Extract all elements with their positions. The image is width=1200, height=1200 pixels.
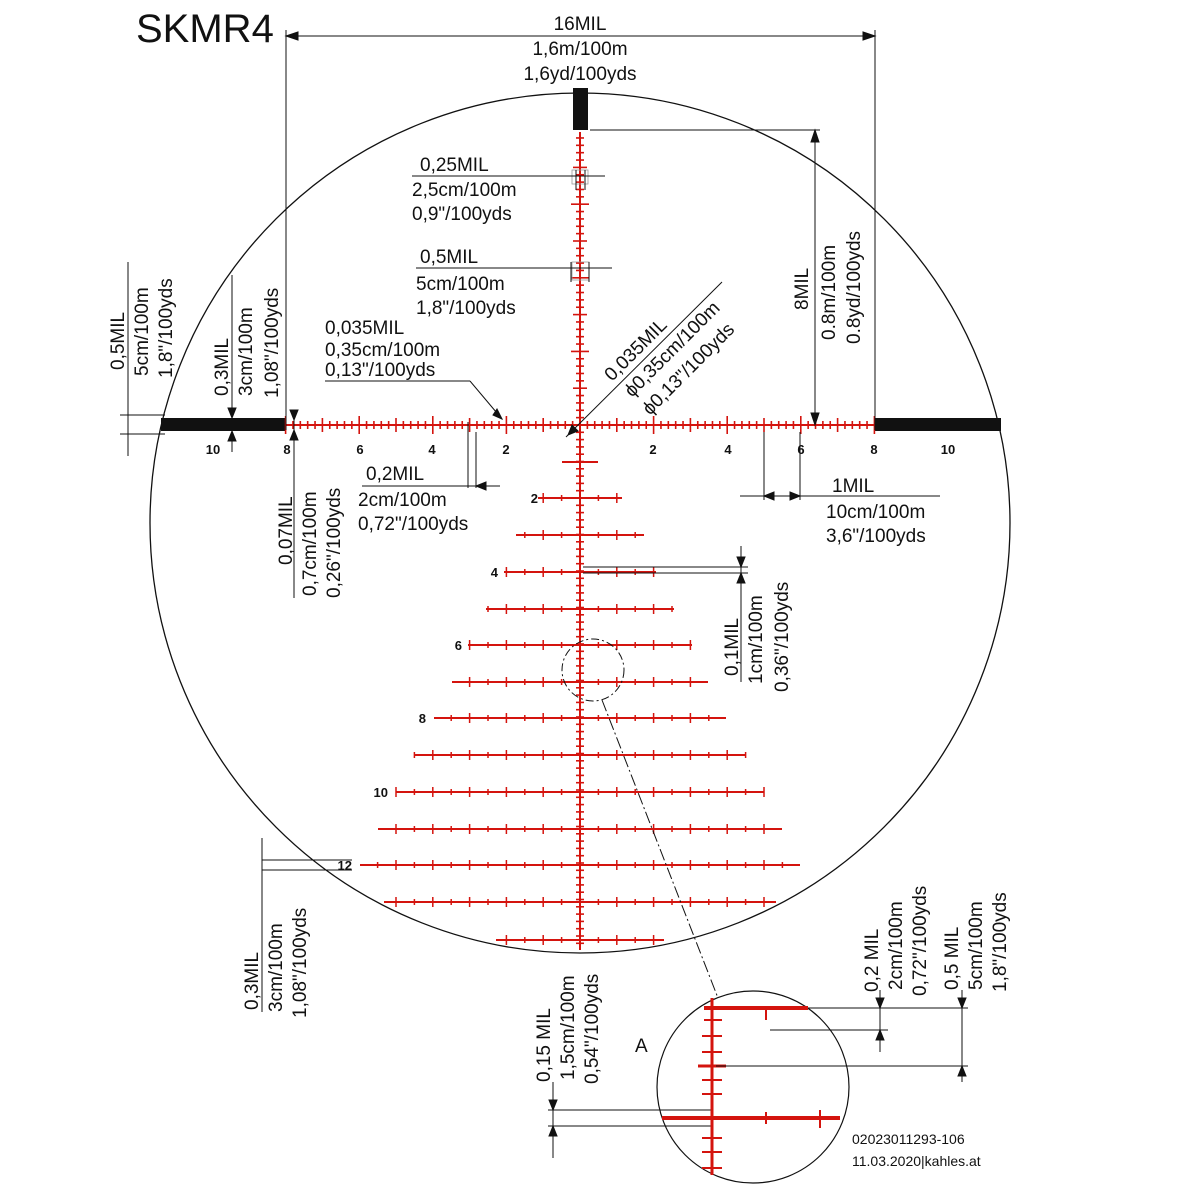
dim-015-line1: 0,15 MIL <box>534 1008 555 1082</box>
dim-025-line1: 0,25MIL <box>420 155 489 176</box>
scale-number: 4 <box>724 442 732 457</box>
dim-0035-line1: 0,035MIL <box>325 318 404 339</box>
dim-025-line3: 0,9"/100yds <box>412 204 512 225</box>
holdover-number: 10 <box>374 785 388 800</box>
reticle-lines <box>284 132 876 950</box>
dim-8mil-line1: 8MIL <box>792 268 813 310</box>
reticle-title: SKMR4 <box>136 7 274 51</box>
scale-number: 6 <box>797 442 804 457</box>
dim-01-line2: 1cm/100m <box>746 595 767 684</box>
dim-02-lines <box>362 422 500 491</box>
dim-8mil-line2: 0.8m/100m <box>819 245 840 340</box>
dim-0035-left-lines <box>325 380 504 421</box>
dim-1mil-line2: 10cm/100m <box>826 502 925 523</box>
holdover-number: 8 <box>419 711 426 726</box>
dim-05-lines <box>416 262 612 282</box>
dim-detail-05-line2: 5cm/100m <box>966 901 987 990</box>
dim-1mil-lines <box>740 432 940 501</box>
dim-bottom-03-line2: 3cm/100m <box>266 923 287 1012</box>
dim-007-line2: 0,7cm/100m <box>300 491 321 596</box>
detail-reticle <box>662 998 840 1175</box>
dim-left-03-lines <box>227 275 237 452</box>
dim-025-line2: 2,5cm/100m <box>412 180 517 201</box>
dim-025-lines <box>412 170 605 190</box>
dim-05-line2: 5cm/100m <box>416 274 505 295</box>
dim-02-line1: 0,2MIL <box>366 464 424 485</box>
dim-01-line1: 0,1MIL <box>722 618 743 676</box>
dim-1mil-line3: 3,6"/100yds <box>826 526 926 547</box>
holdover-number: 2 <box>531 491 538 506</box>
dim-bottom-03-lines <box>261 838 352 1012</box>
dim-8mil-line3: 0.8yd/100yds <box>844 231 865 344</box>
dim-1mil-line1: 1MIL <box>832 476 874 497</box>
dim-0035-diag-lines <box>565 281 723 438</box>
holdover-number: 12 <box>338 858 352 873</box>
dim-left-05-line3: 1,8"/100yds <box>156 278 177 378</box>
dim-16mil <box>284 30 877 430</box>
dim-detail-02-line3: 0,72"/100yds <box>910 886 931 996</box>
dim-16mil-line2: 1,6m/100m <box>532 39 627 60</box>
dim-007-line1: 0,07MIL <box>276 496 297 565</box>
scale-number: 2 <box>649 442 656 457</box>
dim-01-line3: 0,36"/100yds <box>772 582 793 692</box>
dim-01-lines <box>583 546 748 682</box>
dim-015-lines <box>548 1082 712 1158</box>
detail-leader-line <box>601 699 719 999</box>
scale-number: 8 <box>870 442 877 457</box>
scale-number: 8 <box>283 442 290 457</box>
holdover-number: 6 <box>455 638 462 653</box>
dim-left-03-line2: 3cm/100m <box>236 307 257 396</box>
dim-025-box <box>571 169 589 185</box>
dim-left-05-line1: 0,5MIL <box>108 312 129 370</box>
dim-05-line1: 0,5MIL <box>420 247 478 268</box>
dim-detail-02-line2: 2cm/100m <box>886 901 907 990</box>
detail-marker-circle <box>561 638 625 702</box>
dim-left-03-line1: 0,3MIL <box>212 338 233 396</box>
dim-detail-02-line1: 0,2 MIL <box>862 929 883 992</box>
dim-015-line3: 0,54"/100yds <box>582 974 603 1084</box>
scale-number: 10 <box>206 442 220 457</box>
dim-05-line3: 1,8"/100yds <box>416 298 516 319</box>
scale-number: 4 <box>428 442 436 457</box>
dim-bottom-03-line3: 1,08"/100yds <box>290 908 311 1018</box>
dim-left-05-lines <box>120 262 165 456</box>
scale-number: 6 <box>356 442 363 457</box>
dim-bottom-03-line1: 0,3MIL <box>242 952 263 1010</box>
footer-date-site: 11.03.2020|kahles.at <box>852 1153 981 1169</box>
dim-16mil-line1: 16MIL <box>554 14 607 35</box>
scale-number: 10 <box>941 442 955 457</box>
dim-02-line2: 2cm/100m <box>358 490 447 511</box>
detail-circle <box>656 990 850 1184</box>
holdover-number: 4 <box>491 565 499 580</box>
dim-16mil-line3: 1,6yd/100yds <box>523 64 636 85</box>
dim-8mil-lines <box>590 128 820 427</box>
reticle-numbers: 10 8 6 4 2 2 4 6 8 10 2 4 6 8 10 12 <box>206 442 955 873</box>
detail-label: A <box>635 1036 648 1057</box>
dim-detail-05-line1: 0,5 MIL <box>942 927 963 990</box>
dim-left-05-line2: 5cm/100m <box>132 287 153 376</box>
dim-015-line2: 1,5cm/100m <box>558 975 579 1080</box>
dim-007-line3: 0,26"/100yds <box>324 488 345 598</box>
scale-number: 2 <box>502 442 509 457</box>
dim-007-lines <box>289 409 299 598</box>
dim-0035-line3: 0,13"/100yds <box>325 360 435 381</box>
dim-02-line3: 0,72"/100yds <box>358 514 468 535</box>
footer-code: 02023011293-106 <box>852 1131 965 1147</box>
thick-posts <box>161 88 1001 431</box>
dim-detail-lines <box>716 990 968 1082</box>
dim-0035-line2: 0,35cm/100m <box>325 340 440 361</box>
dim-left-03-line3: 1,08"/100yds <box>262 288 283 398</box>
dim-detail-05-line3: 1,8"/100yds <box>990 892 1011 992</box>
